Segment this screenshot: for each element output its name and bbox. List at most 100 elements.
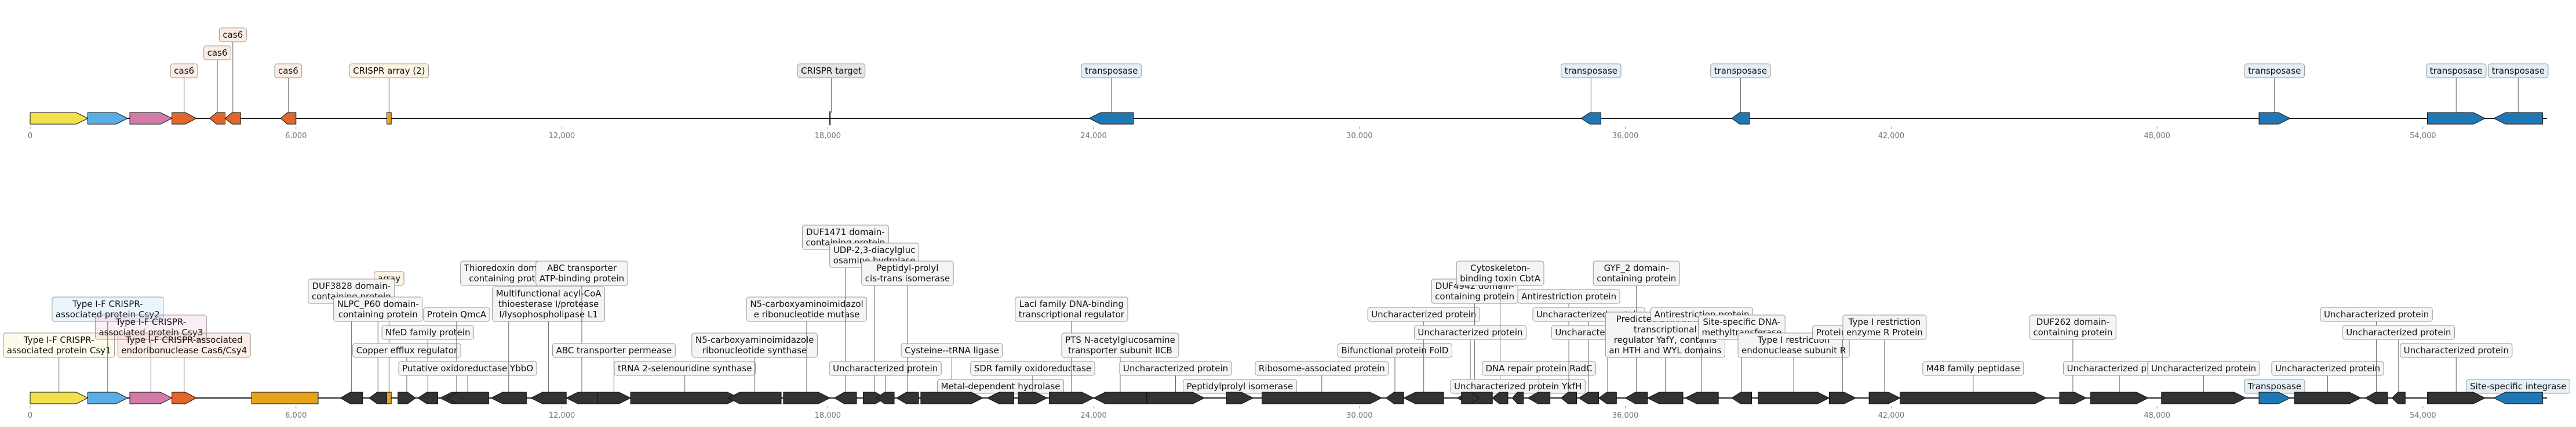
gene-feature[interactable]: DUF3828 domain-containing protein — [308, 278, 395, 392]
gene-arrow — [2493, 392, 2543, 404]
gene-label: Uncharacterized protein YkfH — [1454, 381, 1582, 392]
gene-feature[interactable]: cas6 — [274, 63, 303, 113]
gene-feature[interactable]: NfeD family protein — [381, 325, 474, 392]
gene-feature[interactable]: M48 family peptidase — [1922, 361, 2024, 392]
gene-feature[interactable]: transposase — [2244, 63, 2305, 113]
gene-feature[interactable]: Copper efflux regulator — [352, 343, 461, 392]
gene-feature[interactable]: CRISPR target — [797, 63, 866, 125]
gene-feature[interactable]: Uncharacterized protein — [2271, 361, 2384, 392]
gene-feature[interactable]: transposase — [1561, 63, 1622, 113]
gene-feature[interactable]: DNA repair protein RadC — [1481, 361, 1597, 392]
gene-feature[interactable]: transposase — [2426, 63, 2487, 113]
gene-label: Type I-F CRISPR-associated protein Csy1 — [7, 335, 111, 356]
gene-label-box — [2244, 63, 2305, 78]
tick-label: 0 — [28, 132, 32, 140]
gene-feature[interactable]: cas6 — [203, 45, 231, 113]
gene-arrow — [251, 392, 319, 404]
gene-label: cas6 — [207, 48, 228, 58]
gene-arrow — [1900, 392, 2047, 404]
gene-arrow — [1492, 392, 1509, 404]
gene-arrow — [1578, 392, 1599, 404]
gene-arrow — [727, 392, 782, 404]
gene-feature[interactable]: Uncharacterized protein — [2147, 361, 2260, 392]
gene-feature[interactable]: Type I-F CRISPR-associated protein Csy1 — [3, 332, 115, 392]
gene-label-box — [829, 361, 942, 376]
gene-feature[interactable]: Ribosome-associated protein — [1255, 361, 1389, 392]
gene-feature[interactable]: Peptidylprolyl isomerase — [1182, 379, 1297, 394]
gene-label: transposase — [1714, 66, 1767, 76]
gene-arrow — [2294, 392, 2362, 404]
gene-label-box — [1061, 332, 1179, 358]
gene-arrow — [876, 392, 895, 404]
gene-arrow — [2090, 392, 2149, 404]
gene-label-box — [1119, 361, 1232, 376]
gene-feature[interactable]: GYF_2 domain-containing protein — [1593, 260, 1680, 392]
gene-feature[interactable]: transposase — [1081, 63, 1142, 113]
gene-feature[interactable]: transposase — [1710, 63, 1771, 113]
gene-feature[interactable]: Uncharacterized protein — [829, 361, 942, 392]
gene-feature[interactable]: ABC transporter permease — [552, 343, 676, 392]
gene-arrow — [1226, 392, 1254, 404]
tick-label: 42,000 — [1878, 132, 1905, 140]
gene-label: DUF262 domain-containing protein — [2033, 317, 2112, 338]
gene-feature[interactable]: DUF1471 domain-containing protein — [801, 225, 889, 392]
gene-label: Ribosome-associated protein — [1259, 363, 1385, 374]
gene-feature[interactable]: NLPC_P60 domain-containing protein — [333, 296, 423, 392]
gene-feature[interactable]: Uncharacterized protein — [1413, 325, 1527, 392]
tick-label: 6,000 — [285, 411, 307, 420]
gene-arrow — [833, 392, 857, 404]
gene-feature[interactable]: Antirestriction protein — [1517, 289, 1620, 392]
gene-feature[interactable]: Putative oxidoreductase YbbO — [398, 361, 537, 392]
tick-label: 36,000 — [1612, 411, 1639, 420]
gene-label-box — [2426, 63, 2487, 78]
gene-feature[interactable]: cas6 — [170, 63, 198, 113]
gene-arrow — [2493, 112, 2543, 125]
gene-feature[interactable]: Protein QmcA — [423, 307, 490, 392]
gene-arrow — [530, 392, 567, 404]
tick-label: 12,000 — [549, 132, 575, 140]
gene-feature[interactable]: Uncharacterized protein — [1367, 307, 1480, 392]
gene-feature[interactable]: Uncharacterized protein YkfH — [1450, 379, 1586, 394]
gene-feature[interactable]: cas6 — [218, 27, 247, 113]
tick-label: 12,000 — [549, 411, 575, 420]
gene-label: Cysteine--tRNA ligase — [905, 345, 999, 356]
gene-feature[interactable]: DUF262 domain-containing protein — [2029, 314, 2116, 392]
gene-label: Uncharacterized protein — [833, 363, 938, 374]
gene-feature[interactable]: Site-specific integrase — [2466, 379, 2570, 394]
gene-label-box — [1517, 289, 1620, 304]
gene-arrow — [1731, 392, 1752, 404]
gene-feature[interactable]: Transposase — [2244, 379, 2305, 394]
gene-arrow — [1262, 392, 1383, 404]
gene-arrow — [1646, 392, 1684, 404]
gene-feature[interactable]: Metal-dependent hydrolase — [937, 379, 1065, 394]
gene-label: Type I-F CRISPR-associated protein Csy2 — [56, 299, 160, 320]
gene-arrow — [1403, 392, 1444, 404]
gene-feature[interactable]: SDR family oxidoreductase — [970, 361, 1095, 392]
gene-feature[interactable]: tRNA 2-selenouridine synthase — [614, 361, 756, 392]
gene-feature[interactable]: Antirestriction protein — [1650, 307, 1753, 392]
gene-feature[interactable]: CRISPR array (2) — [349, 63, 429, 113]
gene-arrow — [986, 392, 1014, 404]
gene-arrow — [30, 392, 89, 404]
gene-feature[interactable]: Uncharacterized protein — [1119, 361, 1232, 392]
gene-arrow — [920, 392, 984, 404]
gene-feature[interactable]: Cytoskeleton-binding toxin CbtA — [1456, 260, 1544, 392]
gene-feature[interactable]: transposase — [2488, 63, 2549, 113]
gene-feature[interactable]: Uncharacterized protein — [2320, 307, 2433, 392]
gene-feature[interactable]: Uncharacterized protein — [2342, 325, 2455, 392]
gene-feature[interactable]: Uncharacterized protein — [2400, 343, 2513, 392]
gene-label-box — [1255, 361, 1389, 376]
gene-label-box — [2488, 63, 2549, 78]
